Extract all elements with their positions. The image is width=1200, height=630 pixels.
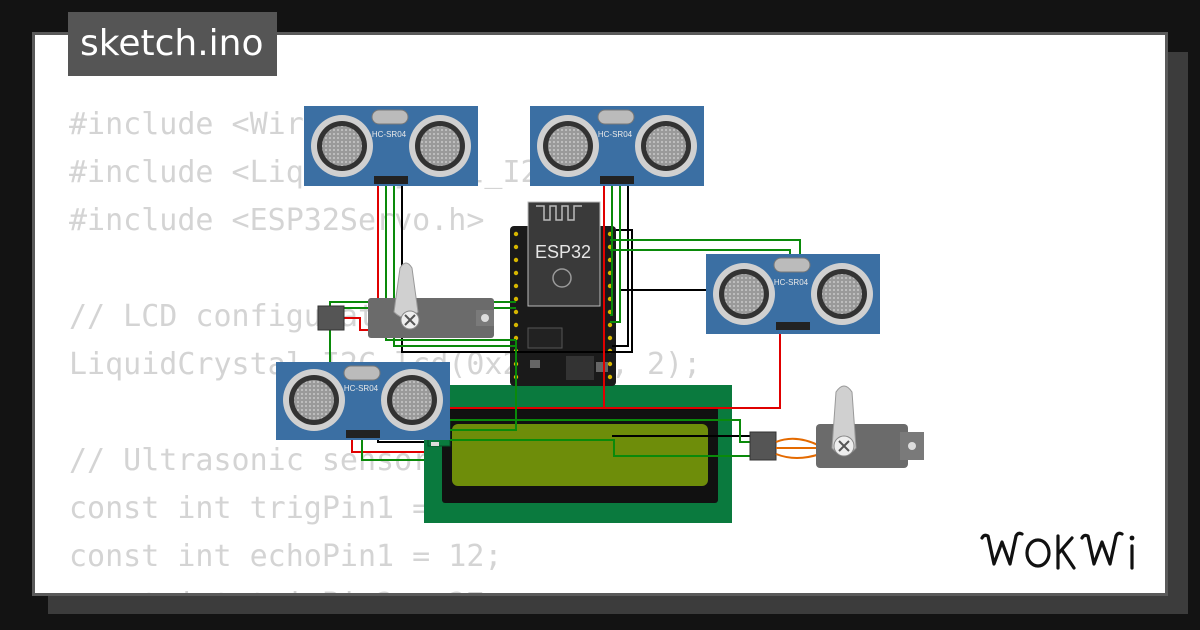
ultrasonic-sensor-3[interactable]: HC-SR04 bbox=[706, 254, 880, 334]
sensor-label: HC-SR04 bbox=[774, 278, 809, 287]
lcd-display[interactable] bbox=[424, 385, 732, 523]
ultrasonic-sensor-1[interactable]: HC-SR04 bbox=[304, 106, 478, 186]
wokwi-logo-icon bbox=[980, 531, 1135, 570]
ultrasonic-sensor-4[interactable]: HC-SR04 bbox=[276, 362, 450, 440]
sensor-label: HC-SR04 bbox=[372, 130, 407, 139]
code-line: const int trigPin2 = 27; bbox=[69, 581, 701, 593]
code-line: #include <ESP32Servo.h> bbox=[69, 203, 485, 238]
project-title-tag: sketch.ino bbox=[68, 12, 278, 76]
esp32-board[interactable]: ESP32 bbox=[510, 201, 616, 386]
code-line: const int echoPin1 = 12; bbox=[69, 539, 503, 574]
servo-motor-1[interactable] bbox=[317, 262, 494, 338]
sensor-label: HC-SR04 bbox=[598, 130, 633, 139]
sensor-label: HC-SR04 bbox=[344, 384, 379, 393]
esp32-label: ESP32 bbox=[535, 242, 591, 262]
servo-motor-2[interactable] bbox=[749, 385, 924, 468]
ultrasonic-sensor-2[interactable]: HC-SR04 bbox=[530, 106, 704, 186]
wifi-icon bbox=[552, 268, 572, 288]
